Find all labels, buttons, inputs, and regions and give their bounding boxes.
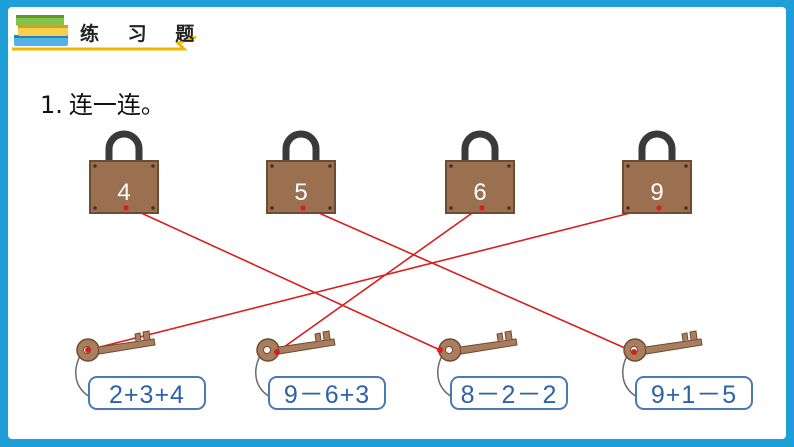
key-2: 9－6+3 [250,327,410,422]
expression-tag: 2+3+4 [88,376,206,410]
key-icon [437,330,518,398]
padlock-label: 4 [117,179,131,206]
expression-tag: 9+1－5 [635,376,753,410]
key-1: 2+3+4 [70,327,230,422]
question: 1.连一连。 [40,85,165,120]
header-title: 练 习 题 [80,23,206,45]
padlock-icon [622,130,692,214]
key-4: 9+1－5 [617,327,777,422]
question-number: 1. [40,91,63,119]
expression-tag: 8－2－2 [450,376,568,410]
padlock-label: 6 [473,179,487,206]
padlock-icon [445,130,515,214]
padlock-4: 4 [88,127,160,219]
section-header: 练 习 题 [8,7,208,57]
question-text: 连一连。 [68,91,165,119]
key-icon [75,330,156,398]
key-3: 8－2－2 [432,327,592,422]
expression-tag: 9－6+3 [268,376,386,410]
slide: 练 习 题 1.连一连。 4 5 [8,7,786,439]
key-icon [622,330,703,398]
padlock-9: 9 [621,127,693,219]
padlock-icon [89,130,159,214]
padlock-icon [266,130,336,214]
padlock-6: 6 [444,127,516,219]
padlock-label: 5 [294,179,308,206]
padlock-5: 5 [265,127,337,219]
key-icon [255,330,336,398]
padlock-label: 9 [650,179,664,206]
books-icon [12,15,197,51]
